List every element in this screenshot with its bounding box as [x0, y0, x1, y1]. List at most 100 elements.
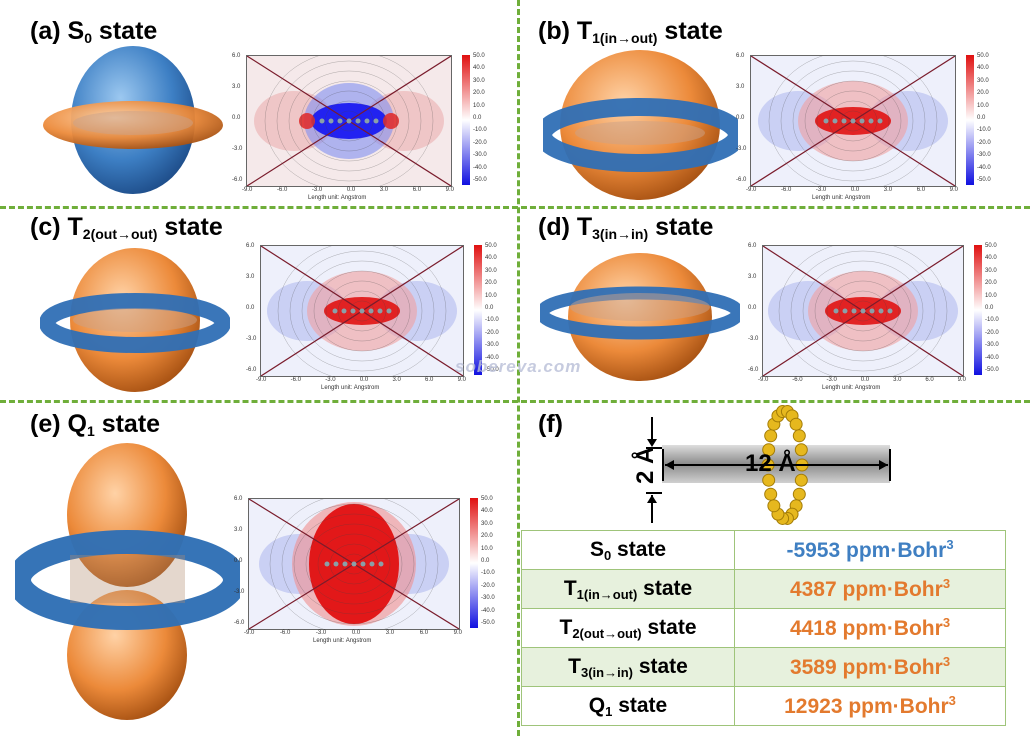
x-tick-label: -9.0 — [242, 187, 253, 193]
x-tick-label: 9.0 — [949, 187, 958, 193]
y-tick-label: 6.0 — [748, 243, 757, 249]
colorbar-tick-label: 20.0 — [985, 280, 997, 287]
atom-bead — [794, 443, 808, 457]
y-tick-label: 3.0 — [736, 84, 745, 90]
colorbar-tick-label: -20.0 — [473, 139, 487, 146]
x-tick-label: -6.0 — [279, 630, 291, 636]
atom-bead — [792, 487, 806, 501]
y-tick-label: 0.0 — [232, 115, 241, 121]
x-tick-label: 0.0 — [860, 377, 870, 383]
colorbar-tick-label: 40.0 — [485, 255, 497, 262]
y-tick-label: -3.0 — [232, 146, 243, 152]
colorbar-tick-label: 50.0 — [481, 496, 493, 502]
atom-bead — [762, 443, 776, 457]
colorbar-tick-label: -40.0 — [485, 354, 499, 361]
colorbar — [462, 55, 470, 185]
x-tick-label: 9.0 — [957, 377, 966, 383]
x-tick-label: 9.0 — [453, 630, 462, 636]
colorbar-tick-label: 10.0 — [977, 102, 989, 109]
x-tick-label: -9.0 — [256, 377, 267, 383]
contour-map — [246, 50, 452, 192]
colorbar-tick-label: -50.0 — [481, 619, 495, 626]
x-tick-label: -3.0 — [325, 377, 336, 383]
colorbar-tick-label: -10.0 — [485, 317, 499, 324]
colorbar-tick-label: 0.0 — [977, 114, 986, 121]
colorbar-tick-label: 20.0 — [473, 90, 485, 97]
colorbar-tick-label: -40.0 — [481, 607, 495, 614]
colorbar-tick-label: 10.0 — [485, 292, 497, 299]
x-tick-label: -6.0 — [290, 377, 301, 383]
value-cell: -5953 ppm·Bohr3 — [734, 530, 1006, 570]
colorbar-tick-label: -10.0 — [481, 570, 495, 577]
x-tick-label: -6.0 — [276, 187, 288, 193]
y-tick-label: 0.0 — [736, 115, 745, 121]
colorbar-tick-label: 50.0 — [977, 53, 989, 59]
x-tick-label: 3.0 — [392, 377, 401, 383]
x-tick-label: 6.0 — [412, 187, 422, 193]
value-cell: 4418 ppm·Bohr3 — [734, 608, 1006, 648]
vertical-divider — [517, 0, 520, 736]
x-tick-label: 3.0 — [379, 187, 389, 193]
x-tick-label: 6.0 — [425, 377, 434, 383]
colorbar-tick-label: -30.0 — [977, 152, 991, 159]
length-arrow — [662, 449, 891, 481]
colorbar-tick-label: -30.0 — [985, 342, 999, 349]
state-cell: T3(in→in) state — [521, 647, 735, 687]
colorbar-tick-label: 30.0 — [985, 267, 997, 274]
horizontal-divider-2 — [0, 400, 1030, 403]
colorbar-tick-label: 0.0 — [481, 557, 490, 564]
x-tick-label: 3.0 — [385, 630, 395, 636]
y-tick-label: 3.0 — [234, 527, 243, 533]
y-tick-label: -6.0 — [246, 367, 257, 373]
y-tick-label: 6.0 — [232, 53, 241, 59]
x-tick-label: 6.0 — [419, 630, 429, 636]
contour-map — [248, 493, 460, 635]
height-label: 2 Å — [632, 446, 659, 484]
colorbar-tick-label: 20.0 — [977, 90, 989, 97]
state-cell: S0 state — [521, 530, 735, 570]
height-arrow — [640, 415, 670, 525]
colorbar-tick-label: 40.0 — [977, 65, 989, 72]
colorbar-tick-label: -40.0 — [985, 354, 999, 361]
colorbar-tick-label: 50.0 — [473, 53, 485, 59]
colorbar-tick-label: 40.0 — [473, 65, 485, 72]
x-axis-label: Length unit: Angstrom — [812, 195, 871, 201]
isosurface-a — [43, 46, 223, 194]
colorbar-tick-label: -30.0 — [481, 595, 495, 602]
y-tick-label: -3.0 — [748, 336, 759, 342]
x-tick-label: 6.0 — [925, 377, 934, 383]
panel-c-title: (c) T2(out→out) state — [30, 213, 223, 242]
colorbar-tick-label: 50.0 — [485, 243, 497, 249]
contour-map — [260, 240, 464, 382]
panel-e-title: (e) Q1 state — [30, 410, 161, 439]
value-cell: 3589 ppm·Bohr3 — [734, 647, 1006, 687]
x-tick-label: -9.0 — [758, 377, 769, 383]
length-label: 12 Å — [745, 450, 796, 477]
colorbar-tick-label: 10.0 — [481, 545, 493, 552]
colorbar-tick-label: 10.0 — [473, 102, 485, 109]
colorbar-tick-label: 40.0 — [985, 255, 997, 262]
y-tick-label: -6.0 — [748, 367, 759, 373]
colorbar-tick-label: 50.0 — [985, 243, 997, 249]
y-tick-label: -3.0 — [234, 589, 245, 595]
contour-map — [750, 50, 956, 192]
y-tick-label: 3.0 — [748, 274, 757, 280]
y-tick-label: -6.0 — [736, 177, 747, 183]
colorbar-tick-label: -50.0 — [485, 366, 499, 373]
x-axis-label: Length unit: Angstrom — [308, 195, 367, 201]
panel-b-title: (b) T1(in→out) state — [538, 17, 723, 46]
table-row: S0 state-5953 ppm·Bohr3 — [521, 530, 1006, 570]
colorbar-tick-label: -50.0 — [985, 366, 999, 373]
state-cell: T1(in→out) state — [521, 569, 735, 609]
x-tick-label: -9.0 — [244, 630, 255, 636]
x-tick-label: 0.0 — [346, 187, 356, 193]
colorbar-tick-label: -20.0 — [977, 139, 991, 146]
